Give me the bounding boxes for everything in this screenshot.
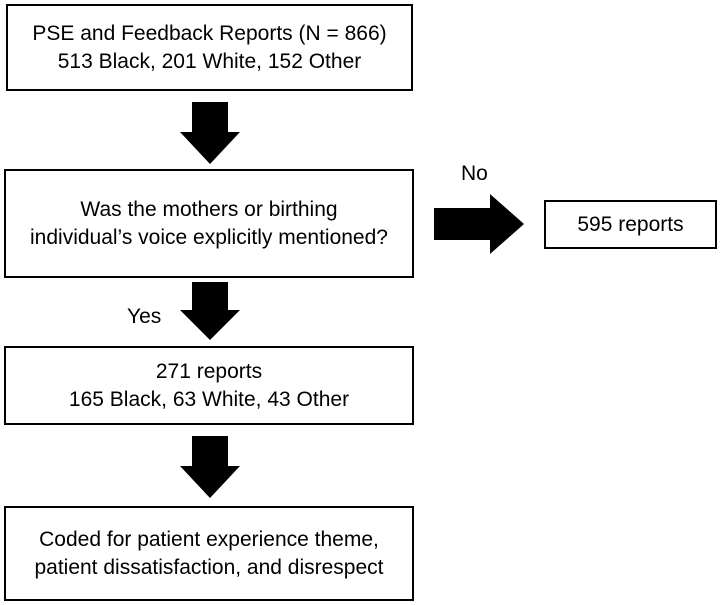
included-box-line1: 271 reports [155, 360, 263, 384]
included-box: 271 reports 165 Black, 63 White, 43 Othe… [4, 346, 414, 425]
down-arrow-2 [180, 282, 240, 340]
decision-box-line1: Was the mothers or birthing [80, 198, 338, 222]
included-box-line2: 165 Black, 63 White, 43 Other [68, 387, 350, 411]
final-box-line2: patient dissatisfaction, and disrespect [34, 555, 384, 579]
no-label: No [461, 162, 488, 185]
final-box-line1: Coded for patient experience theme, [39, 528, 379, 552]
yes-label: Yes [127, 305, 162, 328]
decision-box: Was the mothers or birthing individual’s… [4, 169, 414, 278]
final-box: Coded for patient experience theme, pati… [4, 506, 414, 601]
start-box-line1: PSE and Feedback Reports (N = 866) [32, 22, 387, 46]
excluded-box-line1: 595 reports [577, 212, 684, 236]
start-box-line2: 513 Black, 201 White, 152 Other [57, 49, 362, 73]
decision-box-line2: individual’s voice explicitly mentioned? [30, 225, 388, 249]
excluded-box: 595 reports [544, 200, 717, 249]
start-box: PSE and Feedback Reports (N = 866) 513 B… [6, 4, 413, 91]
down-arrow-1 [180, 102, 240, 164]
down-arrow-3 [180, 436, 240, 498]
right-arrow [434, 194, 524, 254]
